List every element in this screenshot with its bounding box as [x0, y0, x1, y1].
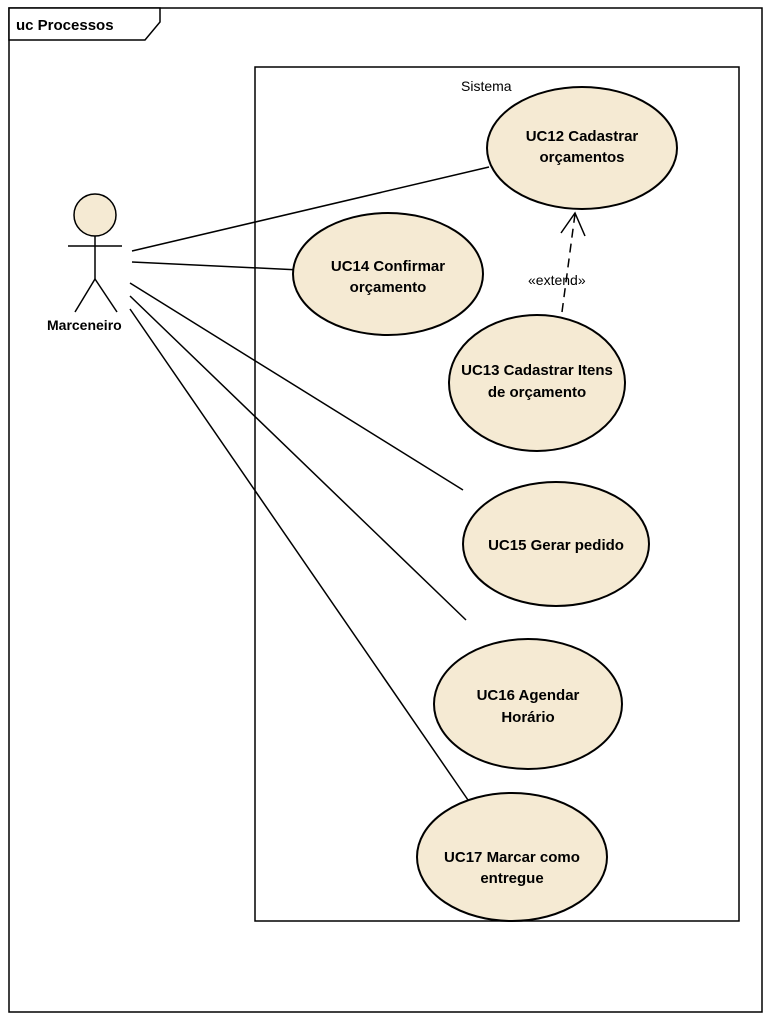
use-case-ellipse — [292, 212, 484, 336]
extend-relationship: «extend» — [528, 211, 586, 313]
system-label: Sistema — [461, 78, 512, 94]
association-uc12 — [131, 166, 490, 252]
use-case-ellipse — [448, 314, 626, 452]
actor-left-leg — [74, 278, 96, 313]
frame-title: uc Processos — [16, 17, 114, 34]
use-case-ellipse — [433, 638, 623, 770]
associations — [129, 166, 490, 801]
extend-arrowhead — [560, 211, 586, 237]
extend-label: «extend» — [528, 272, 586, 288]
use-case-ellipse — [486, 86, 678, 210]
use-case-uc15[interactable]: UC15 Gerar pedido — [462, 481, 650, 607]
diagram-frame — [8, 7, 763, 1013]
use-case-ellipse — [462, 481, 650, 607]
extend-dashed-line — [561, 213, 576, 313]
actor-marceneiro[interactable]: Marceneiro — [47, 193, 122, 333]
association-uc15 — [129, 282, 464, 491]
actor-head — [73, 193, 117, 237]
use-case-ellipse — [416, 792, 608, 922]
association-uc17 — [129, 308, 469, 801]
use-case-label: UC15 Gerar pedido — [488, 537, 624, 554]
actor-right-leg — [94, 278, 118, 313]
association-uc16 — [129, 295, 467, 621]
frame-title-tab — [8, 7, 161, 41]
association-uc14 — [131, 261, 301, 271]
actor-name: Marceneiro — [47, 317, 122, 333]
